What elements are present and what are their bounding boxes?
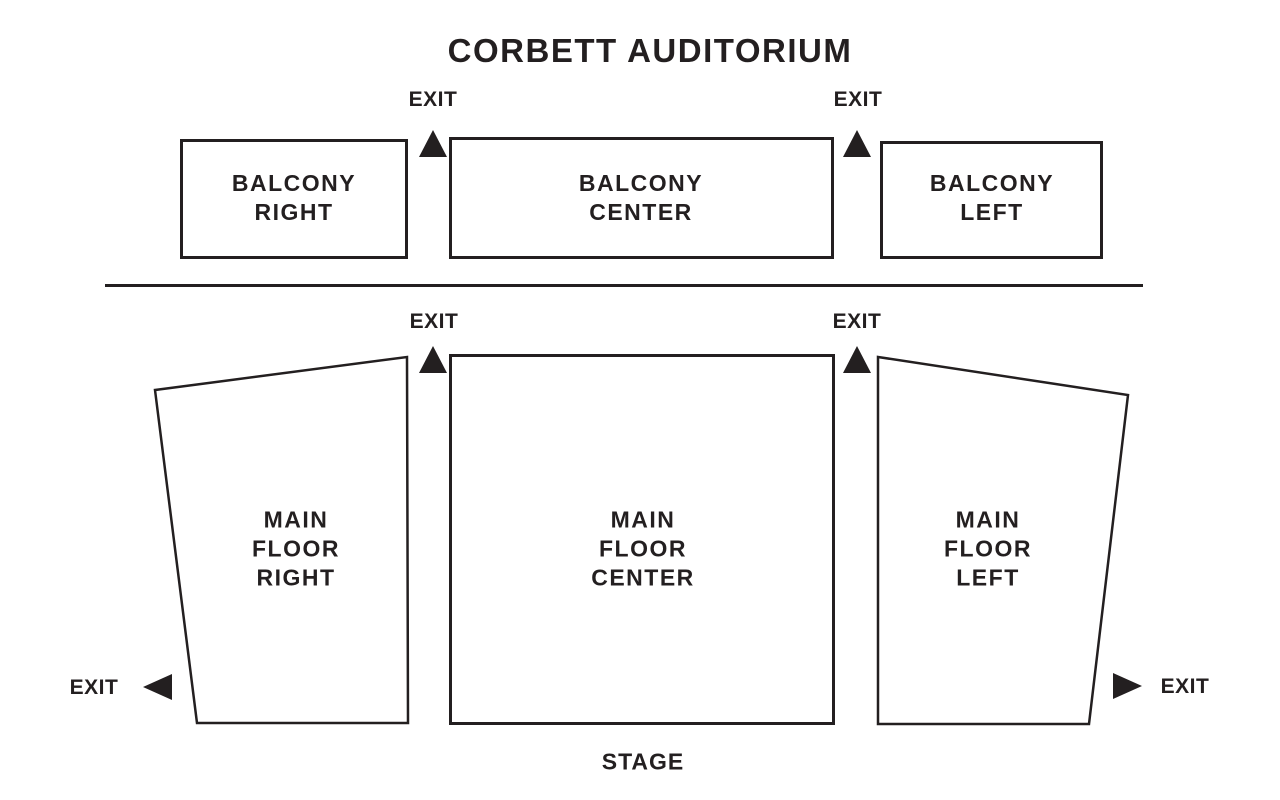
- exit-label-main-floor-right-side: EXIT: [69, 676, 119, 699]
- section-main-floor-left-shape: [876, 355, 1130, 726]
- section-label-main-floor-left: MAIN FLOOR LEFT: [944, 506, 1032, 593]
- section-balcony-center-shape: [449, 137, 834, 259]
- exit-label-main-floor-left-aisle: EXIT: [832, 310, 882, 333]
- section-label-balcony-left: BALCONY LEFT: [930, 169, 1054, 227]
- label-line: FLOOR: [252, 535, 340, 562]
- exit-arrow-right-icon: [1113, 673, 1142, 699]
- section-label-main-floor-center: MAIN FLOOR CENTER: [591, 506, 695, 593]
- chart-title: CORBETT AUDITORIUM: [447, 32, 853, 69]
- label-line: MAIN: [955, 506, 1021, 533]
- exit-arrow-up-icon: [843, 346, 871, 373]
- label-line: RIGHT: [256, 564, 336, 591]
- label-line: FLOOR: [599, 535, 687, 562]
- stage-label: STAGE: [601, 748, 685, 775]
- section-main-floor-center-shape: [449, 354, 835, 725]
- label-line: MAIN: [263, 506, 329, 533]
- label-line: CENTER: [589, 199, 693, 225]
- label-line: CENTER: [591, 564, 695, 591]
- label-line: BALCONY: [929, 170, 1055, 196]
- exit-arrow-up-icon: [419, 130, 447, 157]
- section-label-balcony-center: BALCONY CENTER: [579, 169, 703, 227]
- exit-arrow-up-icon: [843, 130, 871, 157]
- label-line: LEFT: [956, 564, 1020, 591]
- label-line: BALCONY: [578, 170, 704, 196]
- exit-label-main-floor-right-aisle: EXIT: [409, 310, 459, 333]
- exit-label-main-floor-left-side: EXIT: [1160, 675, 1210, 698]
- section-balcony-left-shape: [880, 141, 1103, 259]
- label-line: MAIN: [610, 506, 676, 533]
- label-line: LEFT: [960, 199, 1024, 225]
- label-line: BALCONY: [231, 170, 357, 196]
- exit-label-balcony-right-aisle: EXIT: [408, 88, 458, 111]
- exit-label-balcony-left-aisle: EXIT: [833, 88, 883, 111]
- section-label-balcony-right: BALCONY RIGHT: [232, 169, 356, 227]
- balcony-main-floor-divider: [105, 284, 1143, 287]
- section-main-floor-right-shape: [153, 355, 410, 725]
- section-balcony-right-shape: [180, 139, 408, 259]
- exit-arrow-left-icon: [143, 674, 172, 700]
- label-line: RIGHT: [254, 199, 334, 225]
- exit-arrow-up-icon: [419, 346, 447, 373]
- label-line: FLOOR: [944, 535, 1032, 562]
- section-label-main-floor-right: MAIN FLOOR RIGHT: [252, 506, 340, 593]
